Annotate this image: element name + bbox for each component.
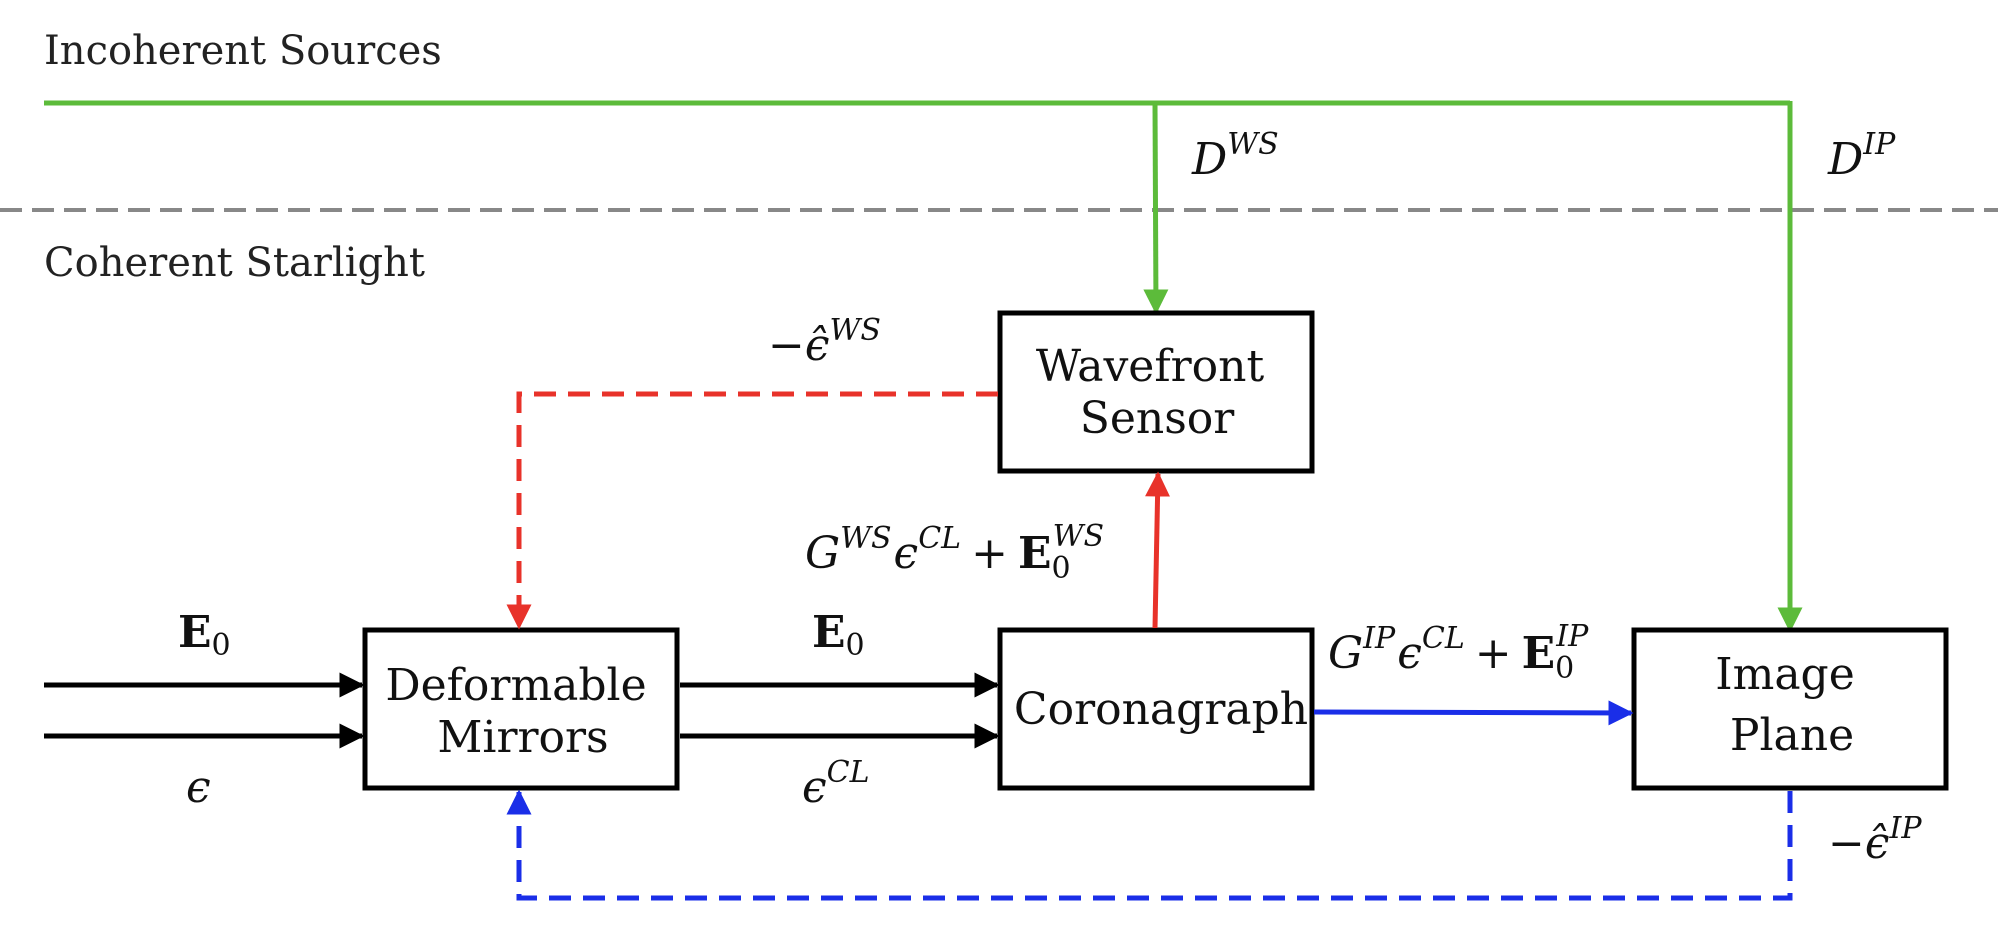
wavefront-sensor-block [997,310,1315,474]
signal-neg-eps-ip: −ϵ̂IP [1828,811,1922,869]
deformable-mirrors-label-line2: Mirrors [437,712,608,763]
signal-d-ip: DIP [1827,127,1896,185]
coronagraph-to-imageplane-arrow [1313,700,1634,726]
signal-g-ip: GIPϵCL+E0IP [1328,619,1589,686]
signal-eps-cl: ϵCL [802,755,870,813]
coronagraph-block [997,627,1315,791]
image-plane-label: Image Plane [1715,649,1869,761]
wavefront-sensor-label: Wavefront Sensor [1036,341,1278,444]
wavefront-sensor-label-line2: Sensor [1080,393,1236,444]
imageplane-feedback-line [506,789,1793,901]
deformable-mirrors-label-line1: Deformable [385,660,646,711]
wavefront-feedback-line [506,391,998,630]
signal-g-ws: GWSϵCL+E0WS [805,519,1104,586]
signal-e0-input: E0 [178,607,231,663]
incoherent-sources-label: Incoherent Sources [44,28,442,74]
image-plane-block [1631,627,1949,791]
signal-e0-output: E0 [812,607,865,663]
incoherent-to-wavefront-arrow [1143,102,1169,315]
image-plane-label-line2: Plane [1730,710,1854,761]
image-plane-label-line1: Image [1715,649,1855,700]
coronagraph-to-wavefront-arrow [1145,471,1171,629]
signal-eps-input: ϵ [186,762,211,813]
deformable-mirrors-block [362,627,680,791]
wavefront-sensor-label-line1: Wavefront [1036,341,1265,392]
deformable-mirrors-label: Deformable Mirrors [385,660,660,763]
coherent-starlight-label: Coherent Starlight [44,240,425,286]
signal-neg-eps-ws: −ϵ̂WS [768,313,881,371]
coronagraph-label: Coronagraph [1014,684,1308,735]
signal-d-ws: DWS [1191,127,1279,185]
